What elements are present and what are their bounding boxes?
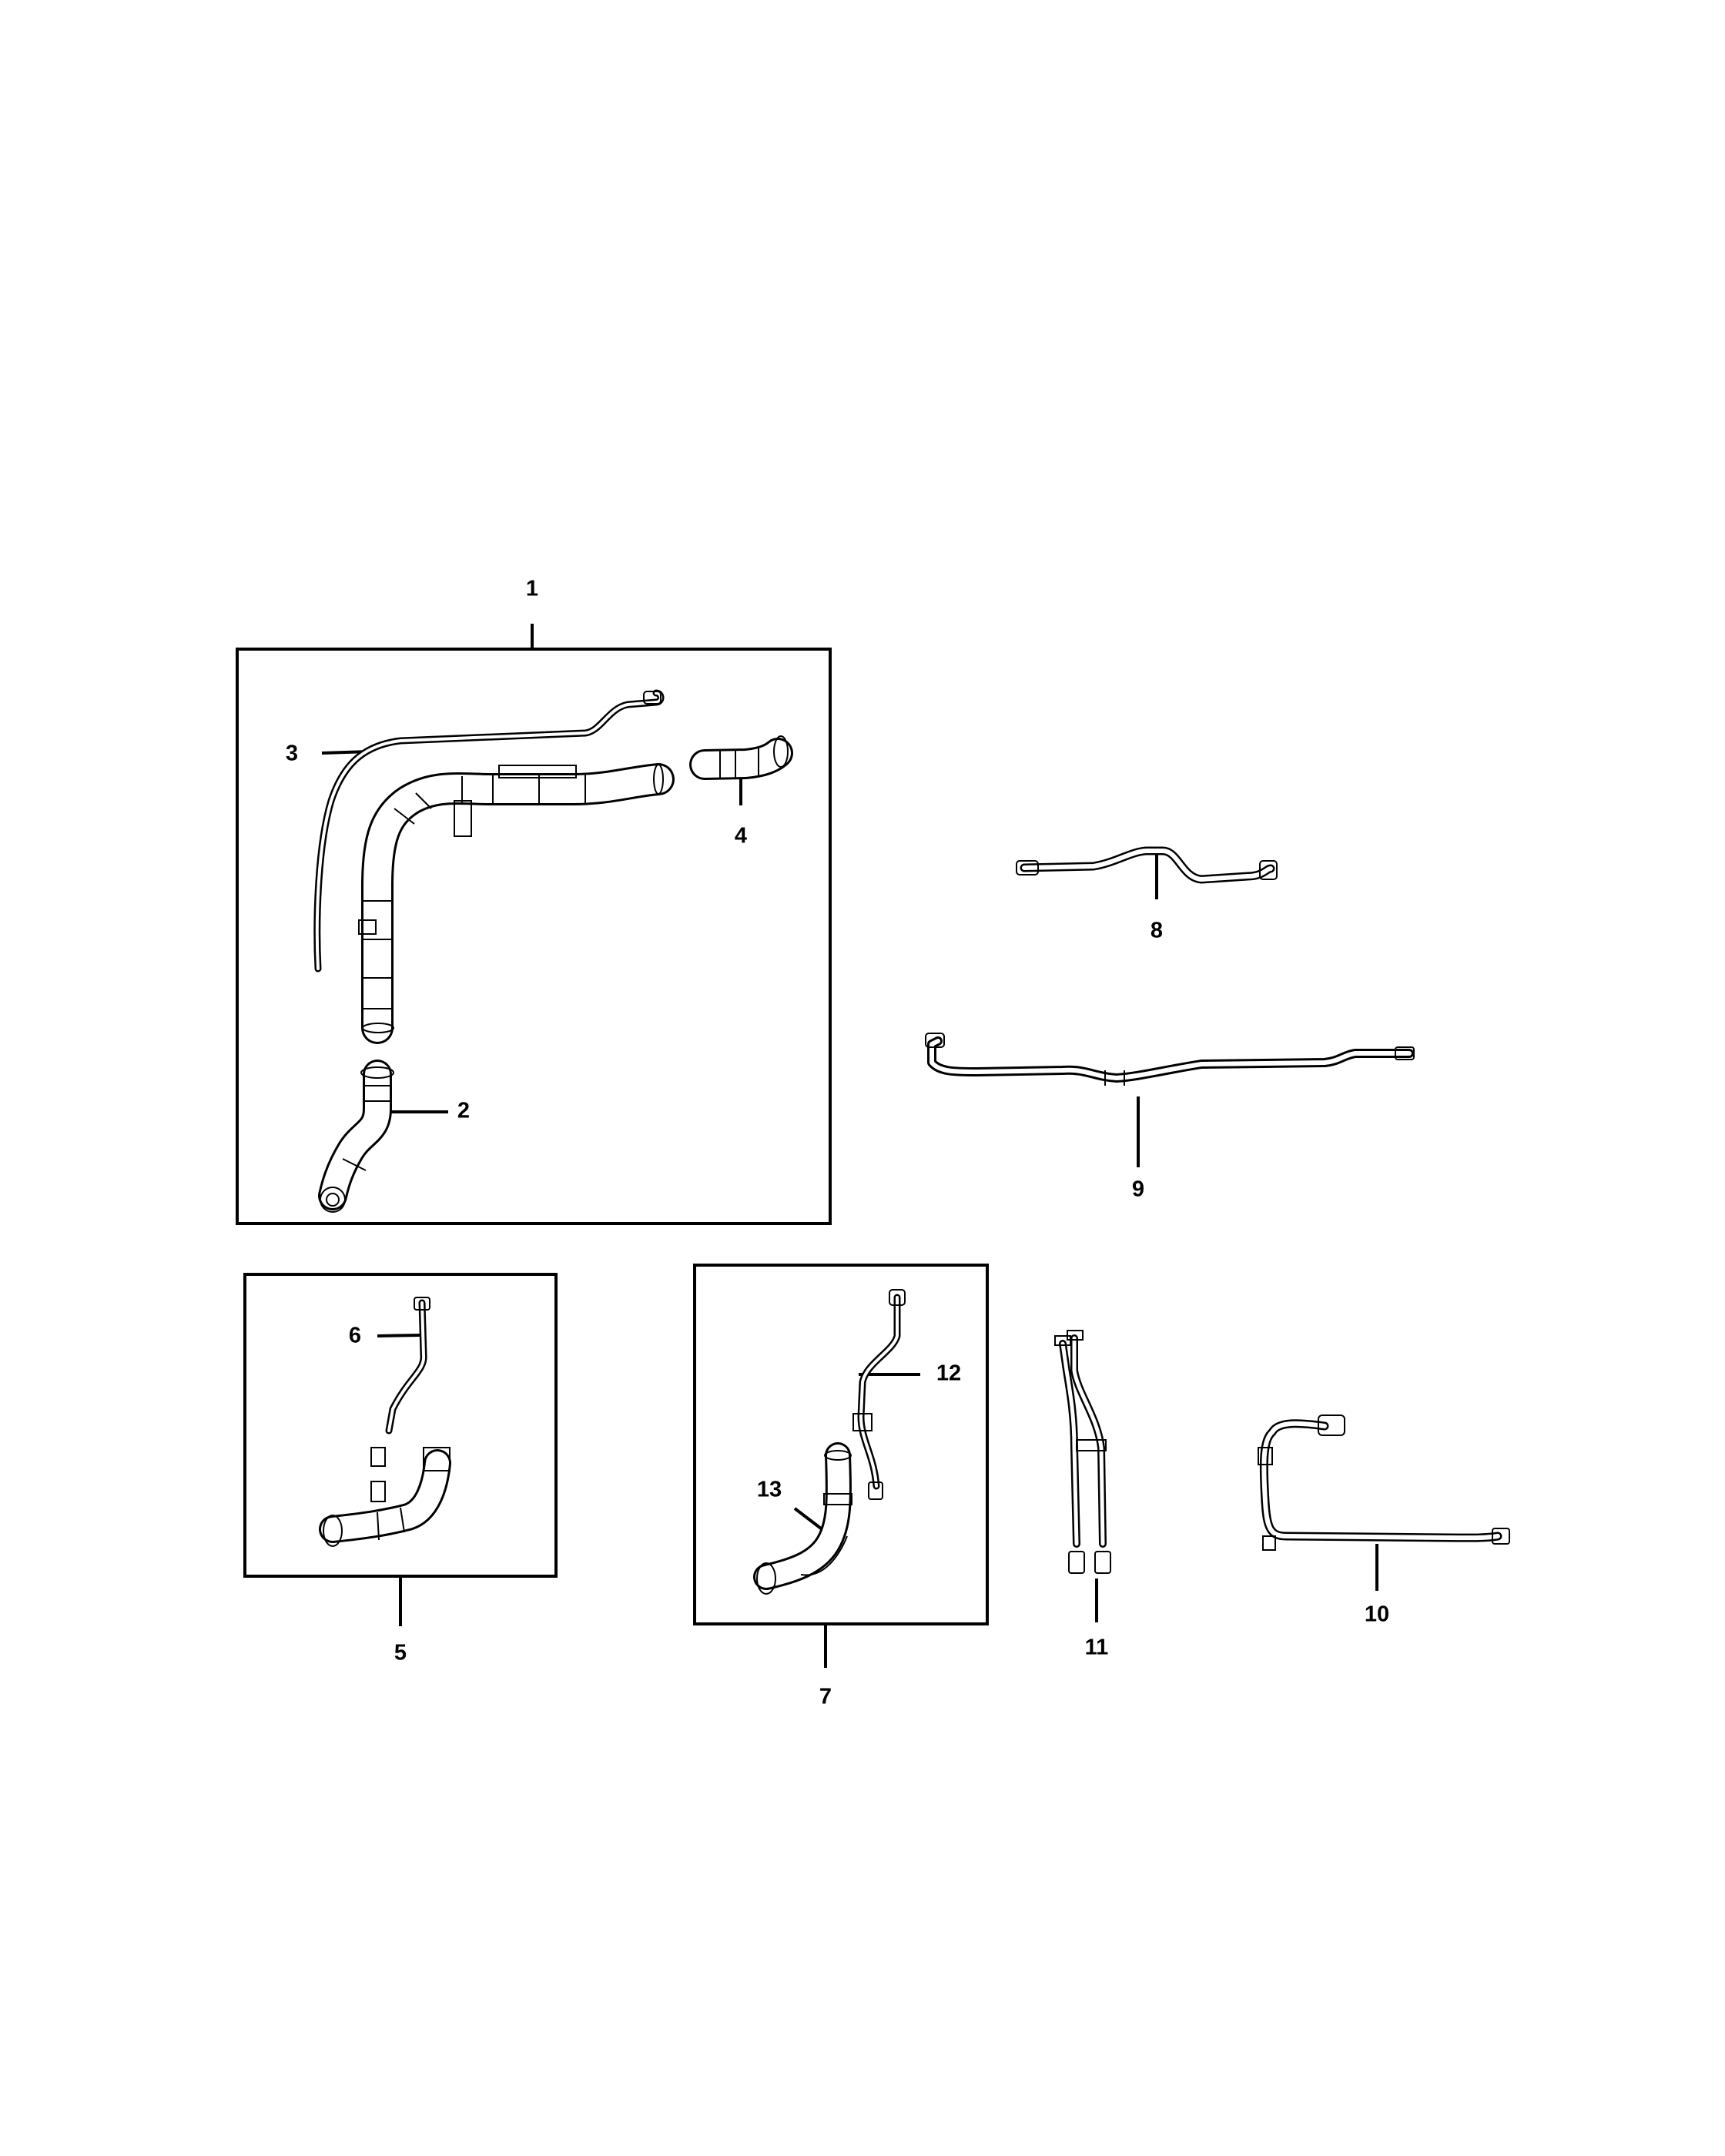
callout-3: 3 <box>286 742 298 766</box>
callout-6: 6 <box>349 1324 361 1348</box>
assembly-box-7 <box>693 1264 989 1625</box>
callout-4: 4 <box>735 824 747 849</box>
part-4-hose <box>689 735 793 780</box>
callout-2: 2 <box>457 1099 470 1123</box>
part-9-tube <box>925 1033 1415 1086</box>
callout-13: 13 <box>757 1478 782 1502</box>
part-8-tube <box>1016 846 1278 884</box>
callout-10: 10 <box>1365 1602 1389 1627</box>
part-10-tube <box>1258 1414 1510 1551</box>
part-12-tube <box>852 1289 906 1500</box>
part-6-tube <box>370 1297 430 1467</box>
callout-1: 1 <box>526 577 538 601</box>
part-5-filler-neck <box>319 1447 451 1547</box>
part-13-filler-neck <box>753 1442 852 1595</box>
callout-11: 11 <box>1085 1635 1109 1660</box>
callout-5: 5 <box>394 1641 407 1666</box>
part-2-filler-neck <box>318 1060 394 1213</box>
callout-9: 9 <box>1132 1177 1144 1202</box>
leader-13 <box>793 1507 826 1532</box>
leader-6 <box>377 1334 420 1337</box>
callout-12: 12 <box>936 1361 961 1386</box>
part-11-twin-tubes <box>1054 1330 1111 1574</box>
callout-8: 8 <box>1151 919 1163 943</box>
part-1-filler-tube <box>358 763 675 1044</box>
part-3-vent-tube <box>313 689 665 973</box>
callout-7: 7 <box>819 1685 832 1709</box>
